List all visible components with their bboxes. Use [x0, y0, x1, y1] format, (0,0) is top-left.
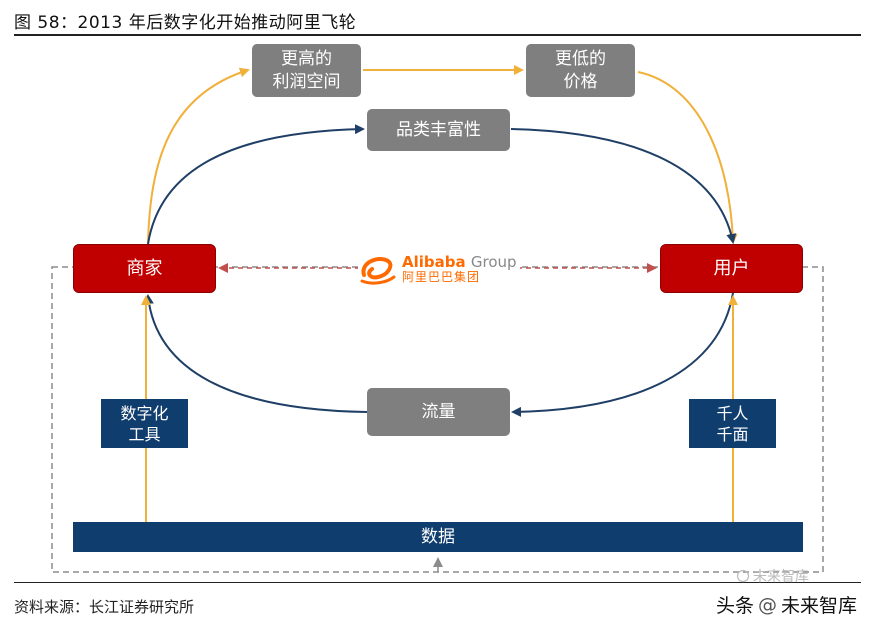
watermark-account: 未来智库 — [780, 595, 857, 617]
alibaba-smile-icon — [360, 256, 396, 285]
watermark-at: @ — [757, 593, 777, 616]
navy-arrow-traffic-to-merchant — [143, 294, 368, 413]
chat-bubble-icon — [736, 569, 750, 583]
node-variety: 品类丰富性 — [367, 109, 510, 151]
watermark-prefix: 头条 — [715, 595, 754, 617]
navy-arrow-user-to-traffic — [511, 292, 734, 417]
bottom-rule — [14, 582, 861, 583]
top-rule — [14, 34, 861, 36]
logo-group-text: Group — [470, 253, 517, 271]
alibaba-group-logo: Alibaba Group 阿里巴巴集团 — [358, 252, 520, 288]
node-higher-margin: 更高的 利润空间 — [252, 44, 361, 97]
source-note: 资料来源：长江证券研究所 — [14, 598, 195, 616]
gold-arrow-merchant-to-margin — [147, 67, 250, 245]
node-data-bar: 数据 — [73, 522, 803, 552]
watermark-ghost: 未来智库 — [736, 566, 809, 586]
node-merchant: 商家 — [73, 244, 216, 293]
gold-arrow-price-to-user — [637, 71, 738, 244]
logo-chinese-text: 阿里巴巴集团 — [402, 270, 481, 284]
label-digital-tools: 数字化 工具 — [101, 399, 188, 448]
watermark-ghost-text: 未来智库 — [753, 569, 809, 585]
toutiao-watermark: 头条 @ 未来智库 — [716, 591, 857, 618]
navy-arrow-merchant-to-variety — [147, 124, 365, 245]
figure-title: 图 58：2013 年后数字化开始推动阿里飞轮 — [14, 13, 357, 33]
node-traffic: 流量 — [367, 388, 510, 436]
label-personalized: 千人 千面 — [689, 399, 776, 448]
node-lower-price: 更低的 价格 — [526, 44, 635, 97]
node-user: 用户 — [660, 244, 803, 293]
logo-alibaba-text: Alibaba — [402, 253, 466, 271]
navy-arrow-variety-to-user — [510, 128, 737, 244]
